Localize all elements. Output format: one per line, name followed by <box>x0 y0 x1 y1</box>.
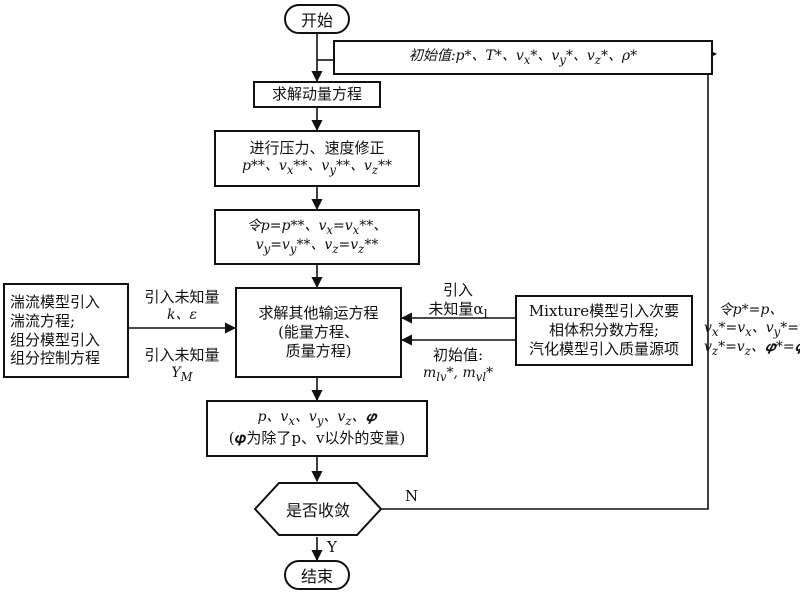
transport-box: 求解其他输运方程 (能量方程、 质量方程) <box>235 287 402 378</box>
left-box-line4: 组分控制方程 <box>10 349 101 368</box>
correction-line1: 进行压力、速度修正 <box>249 139 385 158</box>
label-alpha-line2: 未知量αl <box>428 299 488 321</box>
variables-line1: p、vx、vy、vz、𝝋 <box>257 409 377 429</box>
assign-line2: vy=vy**、vz=vz** <box>255 237 379 256</box>
feedback-line1: 令p*=p、 <box>718 302 784 318</box>
label-mass-init-line2: mlv*, mvl* <box>422 364 494 384</box>
momentum-box: 求解动量方程 <box>253 81 381 108</box>
init-values-text: 初始值:p*、T*、vx*、vy*、vz*、ρ* <box>408 47 638 67</box>
label-turbulence-line2: k、ε <box>167 306 197 323</box>
yes-branch-label: Y <box>327 538 337 556</box>
transport-line2: (能量方程、 <box>278 323 359 342</box>
correction-box: 进行压力、速度修正 p**、vx**、vy**、vz** <box>214 130 420 187</box>
label-mass-init: 初始值: mlv*, mvl* <box>410 346 506 384</box>
label-mass-init-line1: 初始值: <box>432 346 484 364</box>
feedback-line3: vz*=vz、𝝋*=𝝋 <box>704 338 800 358</box>
left-box-line2: 湍流方程; <box>10 311 76 330</box>
label-species-unknowns: 引入未知量 YM <box>134 346 230 384</box>
label-alpha-unknown: 引入 未知量αl <box>410 281 506 321</box>
end-label: 结束 <box>300 567 333 586</box>
label-species-line2: YM <box>171 364 193 384</box>
left-box-line3: 组分模型引入 <box>10 330 101 349</box>
label-turbulence-unknowns: 引入未知量 k、ε <box>134 288 230 324</box>
correction-line2: p**、vx**、vy**、vz** <box>241 158 393 177</box>
variables-box: p、vx、vy、vz、𝝋 (𝝋为除了p、v以外的变量) <box>206 400 428 457</box>
left-box-line1: 湍流模型引入 <box>10 293 101 311</box>
right-box-line1: Mixture模型引入次要 <box>528 302 680 321</box>
assign-line1: 令p=p**、vx=vx**、 <box>246 217 388 237</box>
end-terminal: 结束 <box>284 560 350 590</box>
variables-line2: (𝝋为除了p、v以外的变量) <box>228 428 406 447</box>
label-species-line1: 引入未知量 <box>144 346 220 364</box>
transport-line3: 质量方程) <box>285 341 352 360</box>
label-turbulence-line1: 引入未知量 <box>144 288 220 306</box>
turbulence-species-box: 湍流模型引入 湍流方程; 组分模型引入 组分控制方程 <box>3 283 129 378</box>
mixture-vapor-box: Mixture模型引入次要 相体积分数方程; 汽化模型引入质量源项 <box>515 295 693 366</box>
label-alpha-line1: 引入 <box>442 281 473 299</box>
right-box-line3: 汽化模型引入质量源项 <box>528 339 679 358</box>
start-label: 开始 <box>300 11 333 30</box>
feedback-line2: vx*=vx、vy*=vy、 <box>704 319 800 339</box>
init-values-box: 初始值:p*、T*、vx*、vy*、vz*、ρ* <box>333 40 713 75</box>
start-terminal: 开始 <box>284 4 350 34</box>
converge-decision <box>253 482 383 536</box>
transport-line1: 求解其他输运方程 <box>258 304 379 323</box>
right-box-line2: 相体积分数方程; <box>548 321 660 340</box>
assign-box: 令p=p**、vx=vx**、 vy=vy**、vz=vz** <box>214 209 420 265</box>
feedback-assignment: 令p*=p、 vx*=vx、vy*=vy、 vz*=vz、𝝋*=𝝋 <box>704 302 800 358</box>
no-branch-label: N <box>405 487 419 505</box>
converge-text: 是否收敛 <box>285 501 350 520</box>
momentum-text: 求解动量方程 <box>271 85 362 104</box>
